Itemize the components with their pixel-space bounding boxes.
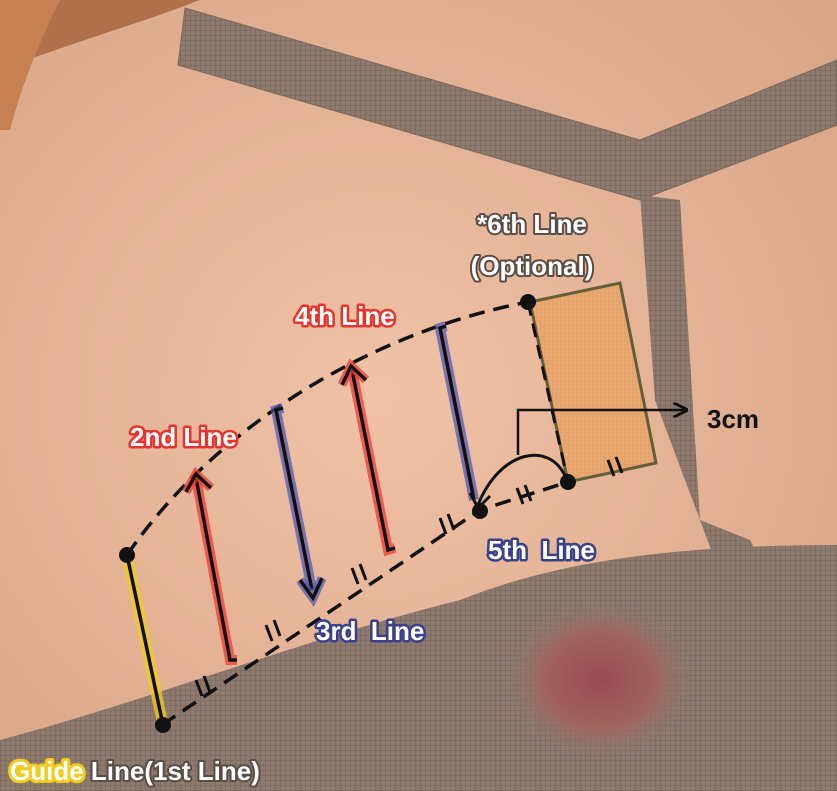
fifth-line-label: 5th Line (488, 535, 595, 565)
sixth-line-optional-label: (Optional) (471, 251, 594, 281)
sixth-line-label: *6th Line (477, 209, 587, 239)
sixth-line-top-dot (520, 294, 536, 310)
guide-line-label: Guide Line(1st Line) (10, 756, 260, 786)
sixth-line-bottom-dot (560, 474, 576, 490)
nipple-area (505, 600, 695, 760)
guide-label-prefix: Guide (10, 756, 84, 786)
guide-label-suffix: Line(1st Line) (84, 756, 260, 786)
guide-top-dot (119, 547, 135, 563)
second-line-label: 2nd Line (130, 422, 237, 452)
third-line-label: 3rd Line (316, 616, 424, 646)
guide-bottom-dot (155, 717, 171, 733)
fourth-line-label: 4th Line (295, 301, 395, 331)
distance-label: 3cm (707, 404, 759, 434)
